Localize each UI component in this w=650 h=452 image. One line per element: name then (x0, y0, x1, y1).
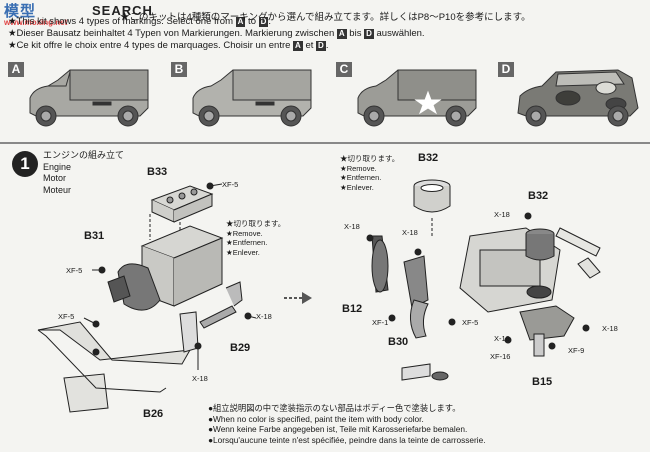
paint-label-xf1: XF-1 (372, 318, 389, 327)
step-title-fr: Moteur (43, 184, 72, 195)
part-label-b32-right: B32 (528, 190, 549, 202)
variant-d-label: D (498, 62, 514, 77)
remove-note-jp-r: ★切り取ります。 (340, 154, 400, 163)
star-insignia-icon (414, 90, 442, 115)
step-number: 1 (12, 151, 38, 177)
variant-a-label: A (8, 62, 24, 77)
step-title-en: Engine (43, 161, 72, 172)
color-note-de: ●Wenn keine Farbe angegeben ist, Teile m… (208, 424, 468, 434)
remove-note-fr: ★Enlever. (226, 247, 260, 257)
remove-note-en-r: ★Remove. (340, 163, 377, 173)
step-title-jp: エンジンの組み立て (43, 150, 125, 160)
part-label-b15: B15 (532, 376, 553, 388)
remove-note-right: ★切り取ります。 ★Remove. ★Entfernen. ★Enlever. (340, 154, 399, 192)
step-title: エンジンの組み立て Engine Motor Moteur (43, 150, 124, 196)
sedan-d-illustration (517, 69, 639, 127)
marking-variants: A B (8, 58, 644, 140)
marking-instructions: ★このキットは4種類のマーキングから選んで組み立てます。詳しくはP8〜P10を参… (8, 4, 490, 52)
marking-line-jp-visible: ★このキットは4種類のマーキングから選んで組み立てます。詳しくはP8〜P10を参… (120, 12, 531, 23)
paint-label-x18-left: X-18 (256, 312, 272, 321)
remove-note-de-r: ★Entfernen. (340, 173, 382, 182)
paint-label-x18-r5: X-18 (602, 324, 618, 333)
part-label-b32-top: B32 (418, 152, 439, 164)
variant-c-label: C (336, 62, 352, 77)
variant-c[interactable]: C (336, 58, 486, 138)
truck-c-illustration (357, 69, 477, 127)
paint-label-x18-r2: X-18 (402, 228, 418, 237)
remove-note-jp: ★切り取ります。 (226, 219, 286, 228)
paint-label-x18-r4: X-18 (494, 334, 510, 343)
variant-d[interactable]: D (498, 58, 648, 138)
part-label-b26: B26 (143, 408, 164, 420)
variant-a[interactable]: A (8, 58, 158, 138)
truck-a-illustration (29, 69, 149, 127)
paint-label-x18-bottom-left: X-18 (192, 374, 208, 383)
part-label-b33: B33 (147, 166, 168, 178)
watermark-logo: 模型 (4, 3, 37, 20)
paint-label-xf5-low: XF-5 (58, 312, 75, 321)
variant-b-label: B (171, 62, 187, 77)
paint-label-xf5-right: XF-5 (462, 318, 479, 327)
marking-line-fr: ★Ce kit offre le choix entre 4 types de … (8, 40, 329, 51)
paint-label-xf16: XF-16 (490, 352, 511, 361)
color-note-en: ●When no color is specified, paint the i… (208, 413, 424, 424)
paint-label-x18-r3: X-18 (494, 210, 510, 219)
section-divider (0, 142, 650, 144)
paint-label-xf5-top: XF-5 (222, 180, 239, 189)
truck-b-illustration (192, 69, 312, 127)
part-label-b31: B31 (84, 230, 105, 242)
remove-note-en: ★Remove. (226, 228, 263, 238)
part-label-b12: B12 (342, 303, 363, 315)
marking-line-en: ★This kit shows 4 types of markings. Sel… (8, 16, 272, 27)
paint-label-xf5-mid: XF-5 (66, 266, 83, 275)
search-label: SEARCH (92, 3, 153, 18)
part-label-b30: B30 (388, 336, 409, 348)
paint-label-x18-r1: X-18 (344, 222, 360, 231)
marking-line-de: ★Dieser Bausatz beinhaltet 4 Typen von M… (8, 28, 425, 39)
color-note-fr: ●Lorsqu'aucune teinte n'est spécifiée, p… (208, 434, 486, 445)
watermark-site: www.moxing.net (4, 18, 68, 27)
paint-label-xf9: XF-9 (568, 346, 585, 355)
remove-note-left: ★切り取ります。 ★Remove. ★Entfernen. ★Enlever. (226, 219, 285, 257)
remove-note-de: ★Entfernen. (226, 238, 268, 247)
color-notes: ●組立説明図の中で塗装指示のない部品はボディー色で塗装します。 ●When no… (208, 403, 486, 445)
remove-note-fr-r: ★Enlever. (340, 182, 374, 192)
step-title-de: Motor (43, 173, 67, 183)
part-label-b29: B29 (230, 342, 251, 354)
color-note-jp: ●組立説明図の中で塗装指示のない部品はボディー色で塗装します。 (208, 403, 461, 413)
variant-b[interactable]: B (171, 58, 321, 138)
